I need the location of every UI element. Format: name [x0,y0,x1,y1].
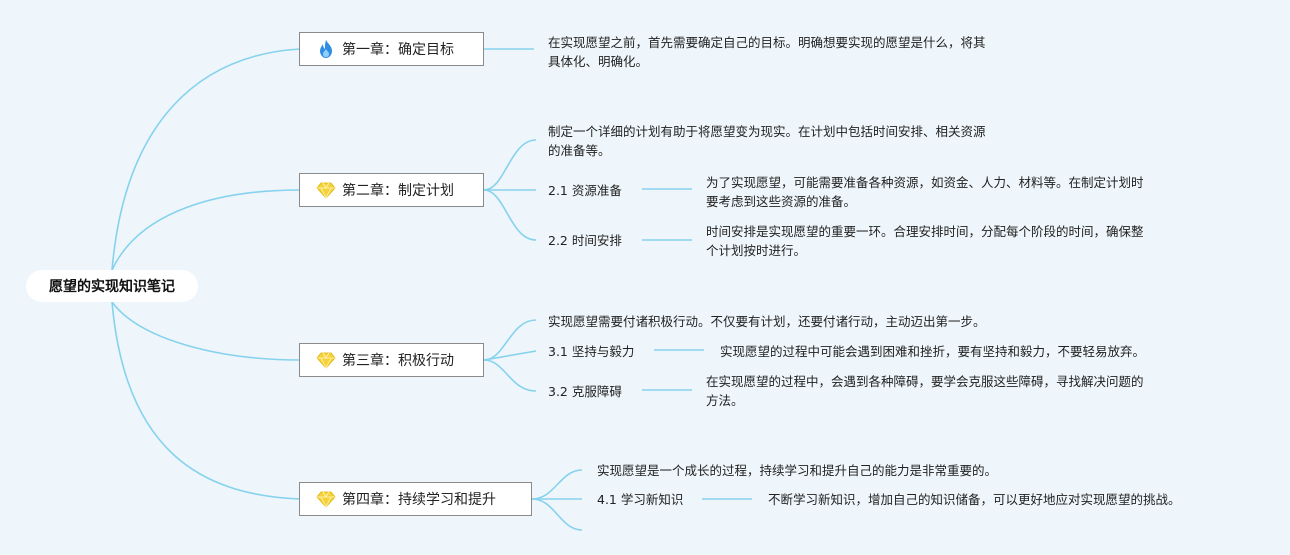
sub-2-1-label[interactable]: 2.1 资源准备 [548,183,622,198]
diamond-icon [316,489,336,509]
sub-2-1-desc-line-1: 为了实现愿望，可能需要准备各种资源，如资金、人力、材料等。在制定计划时 [706,175,1144,190]
chapter-1-node[interactable]: 第一章：确定目标 [299,32,484,66]
sub-3-2-desc-line-1: 在实现愿望的过程中，会遇到各种障碍，要学会克服这些障碍，寻找解决问题的 [706,374,1144,389]
chapter-3-title: 第三章：积极行动 [342,353,454,369]
sub-3-1-desc-line-1: 实现愿望的过程中可能会遇到困难和挫折，要有坚持和毅力，不要轻易放弃。 [720,344,1146,359]
sub-3-2-desc: 在实现愿望的过程中，会遇到各种障碍，要学会克服这些障碍，寻找解决问题的 方法。 [706,372,1144,410]
link-ch2-sub2 [483,189,537,241]
link-ch3-intro [483,319,537,361]
diamond-icon [316,180,336,200]
sub-2-2-desc-line-1: 时间安排是实现愿望的重要一环。合理安排时间，分配每个阶段的时间，确保整 [706,224,1144,239]
sub-3-2-desc-line-2: 方法。 [706,393,744,408]
chapter-1-intro-line-1: 在实现愿望之前，首先需要确定自己的目标。明确想要实现的愿望是什么，将其 [548,35,986,50]
sub-2-1-desc-line-2: 要考虑到这些资源的准备。 [706,194,857,209]
chapter-2-intro: 制定一个详细的计划有助于将愿望变为现实。在计划中包括时间安排、相关资源 的准备等… [548,122,986,160]
diamond-icon [316,350,336,370]
link-ch3-sub2 [483,359,537,392]
chapter-4-node[interactable]: 第四章：持续学习和提升 [299,482,532,516]
sub-4-1-label[interactable]: 4.1 学习新知识 [597,492,684,507]
chapter-2-intro-line-1: 制定一个详细的计划有助于将愿望变为现实。在计划中包括时间安排、相关资源 [548,124,986,139]
link-root-ch1 [111,48,301,271]
chapter-4-intro: 实现愿望是一个成长的过程，持续学习和提升自己的能力是非常重要的。 [597,461,997,480]
link-root-ch4 [111,301,301,500]
flame-icon [316,39,336,59]
sub-3-2-label[interactable]: 3.2 克服障碍 [548,384,622,399]
root-label: 愿望的实现知识笔记 [49,279,175,295]
chapter-1-intro: 在实现愿望之前，首先需要确定自己的目标。明确想要实现的愿望是什么，将其 具体化、… [548,33,986,71]
sub-2-2-desc: 时间安排是实现愿望的重要一环。合理安排时间，分配每个阶段的时间，确保整 个计划按… [706,222,1144,260]
chapter-3-intro: 实现愿望需要付诸积极行动。不仅要有计划，还要付诸行动，主动迈出第一步。 [548,312,986,331]
chapter-3-node[interactable]: 第三章：积极行动 [299,343,484,377]
chapter-4-title: 第四章：持续学习和提升 [342,492,496,508]
link-root-ch3 [111,301,301,361]
chapter-2-node[interactable]: 第二章：制定计划 [299,173,484,207]
sub-4-1-desc: 不断学习新知识，增加自己的知识储备，可以更好地应对实现愿望的挑战。 [768,490,1181,509]
chapter-4-intro-line-1: 实现愿望是一个成长的过程，持续学习和提升自己的能力是非常重要的。 [597,463,998,478]
chapter-2-title: 第二章：制定计划 [342,183,454,199]
sub-3-1-desc: 实现愿望的过程中可能会遇到困难和挫折，要有坚持和毅力，不要轻易放弃。 [720,342,1145,361]
chapter-1-intro-line-2: 具体化、明确化。 [548,54,649,69]
link-ch3-sub1 [483,350,537,361]
link-ch4-empty [531,498,583,531]
root-node[interactable]: 愿望的实现知识笔记 [26,270,198,302]
link-root-ch2 [111,189,301,271]
link-ch4-intro [531,469,583,500]
chapter-1-title: 第一章：确定目标 [342,42,454,58]
chapter-2-intro-line-2: 的准备等。 [548,143,611,158]
sub-3-1-label[interactable]: 3.1 坚持与毅力 [548,344,635,359]
sub-2-2-label[interactable]: 2.2 时间安排 [548,233,622,248]
sub-4-1-desc-line-1: 不断学习新知识，增加自己的知识储备，可以更好地应对实现愿望的挑战。 [768,492,1181,507]
sub-2-1-desc: 为了实现愿望，可能需要准备各种资源，如资金、人力、材料等。在制定计划时 要考虑到… [706,173,1144,211]
chapter-3-intro-line-1: 实现愿望需要付诸积极行动。不仅要有计划，还要付诸行动，主动迈出第一步。 [548,314,986,329]
sub-2-2-desc-line-2: 个计划按时进行。 [706,243,807,258]
link-ch2-intro [483,139,537,191]
